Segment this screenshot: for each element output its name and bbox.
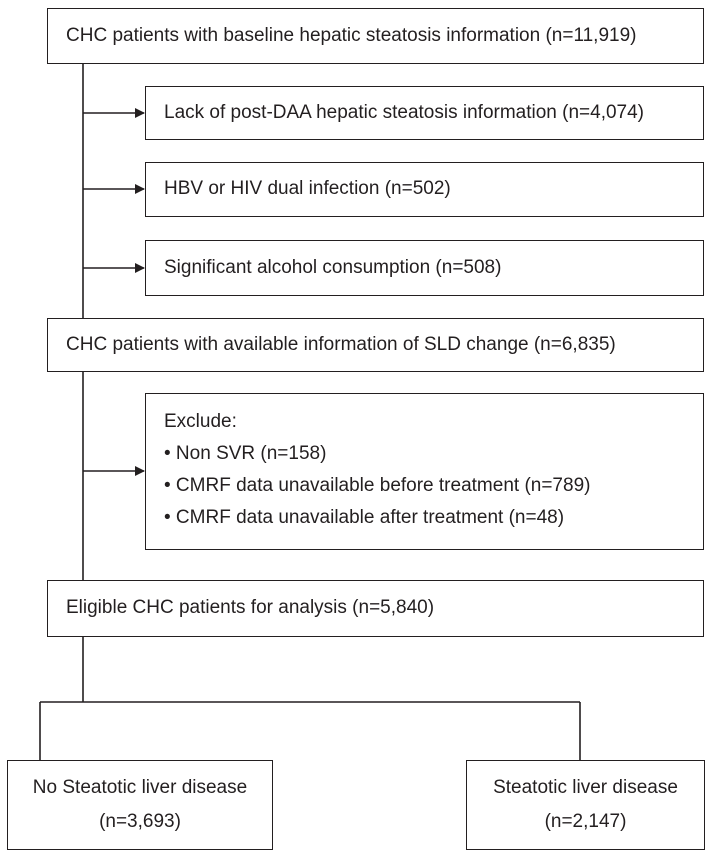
exclude-criteria-box: Exclude: • Non SVR (n=158) • CMRF data u…: [145, 393, 704, 550]
group-count: (n=2,147): [544, 811, 627, 832]
middle-box: CHC patients with available information …: [47, 318, 704, 372]
group-count: (n=3,693): [99, 811, 181, 832]
group-box-sld: Steatotic liver disease (n=2,147): [466, 760, 705, 850]
exclusion-box-3: Significant alcohol consumption (n=508): [145, 240, 704, 296]
exclude-item: • CMRF data unavailable before treatment…: [164, 475, 591, 496]
eligible-text: Eligible CHC patients for analysis (n=5,…: [66, 597, 435, 619]
exclusion-text: Lack of post-DAA hepatic steatosis infor…: [164, 101, 645, 123]
group-label: No Steatotic liver disease: [32, 777, 248, 798]
exclude-item: • CMRF data unavailable after treatment …: [164, 507, 565, 528]
exclude-heading: Exclude:: [164, 411, 237, 432]
start-text: CHC patients with baseline hepatic steat…: [66, 24, 637, 46]
eligible-box: Eligible CHC patients for analysis (n=5,…: [47, 580, 704, 637]
exclusion-box-1: Lack of post-DAA hepatic steatosis infor…: [145, 86, 704, 140]
exclude-item: • Non SVR (n=158): [164, 443, 327, 464]
group-box-no-sld: No Steatotic liver disease (n=3,693): [7, 760, 273, 850]
exclusion-text: HBV or HIV dual infection (n=502): [164, 178, 451, 200]
exclusion-box-2: HBV or HIV dual infection (n=502): [145, 162, 704, 217]
start-box: CHC patients with baseline hepatic steat…: [47, 8, 704, 64]
middle-text: CHC patients with available information …: [66, 333, 616, 355]
group-label: Steatotic liver disease: [493, 777, 678, 798]
exclusion-text: Significant alcohol consumption (n=508): [164, 256, 502, 278]
